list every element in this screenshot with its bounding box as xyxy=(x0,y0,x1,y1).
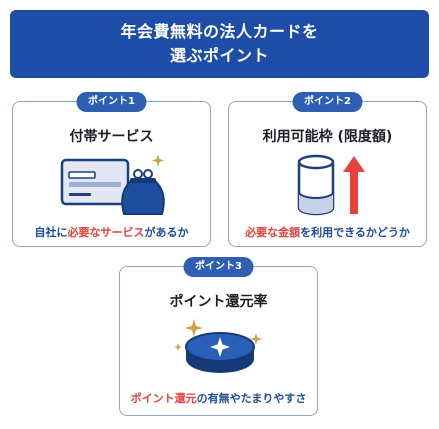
point-title-1: 付帯サービス xyxy=(69,129,154,145)
coin-icon xyxy=(185,332,255,373)
point-card-1: ポイント1 付帯サービス 自社に必要なサービスがあるか xyxy=(12,92,211,247)
card-and-purse-illustration xyxy=(60,154,165,215)
sparkle-icon xyxy=(174,319,262,351)
point-badge-3: ポイント3 xyxy=(183,257,254,277)
point-caption-1: 自社に必要なサービスがあるか xyxy=(34,226,189,239)
point-caption-3: ポイント還元の有無やたまりやすさ xyxy=(130,392,307,405)
point-title-3: ポイント還元率 xyxy=(169,294,268,310)
point-title-2: 利用可能枠 (限度額) xyxy=(262,129,393,145)
page-title-line2: 選ぶポイント xyxy=(169,46,269,65)
point-card-2: ポイント2 利用可能枠 (限度額) 必要な金額を利用できるかどうか xyxy=(228,92,427,247)
up-arrow-icon xyxy=(343,156,365,214)
point-caption-2: 必要な金額を利用できるかどうか xyxy=(245,226,410,239)
coin-purse-icon xyxy=(121,169,165,215)
page-title-banner: 年会費無料の法人カードを 選ぶポイント xyxy=(10,10,429,78)
point-badge-2: ポイント2 xyxy=(292,92,363,112)
credit-card-icon xyxy=(60,158,130,206)
coin-illustration xyxy=(174,319,262,373)
page-title-line1: 年会費無料の法人カードを xyxy=(120,22,319,41)
point-card-3: ポイント3 ポイント還元率 ポイント還元の有無やたまりやすさ xyxy=(119,257,318,416)
limit-illustration xyxy=(297,154,365,216)
cylinder-icon xyxy=(297,154,335,216)
point-badge-1: ポイント1 xyxy=(76,92,147,112)
sparkle-icon xyxy=(152,154,164,167)
